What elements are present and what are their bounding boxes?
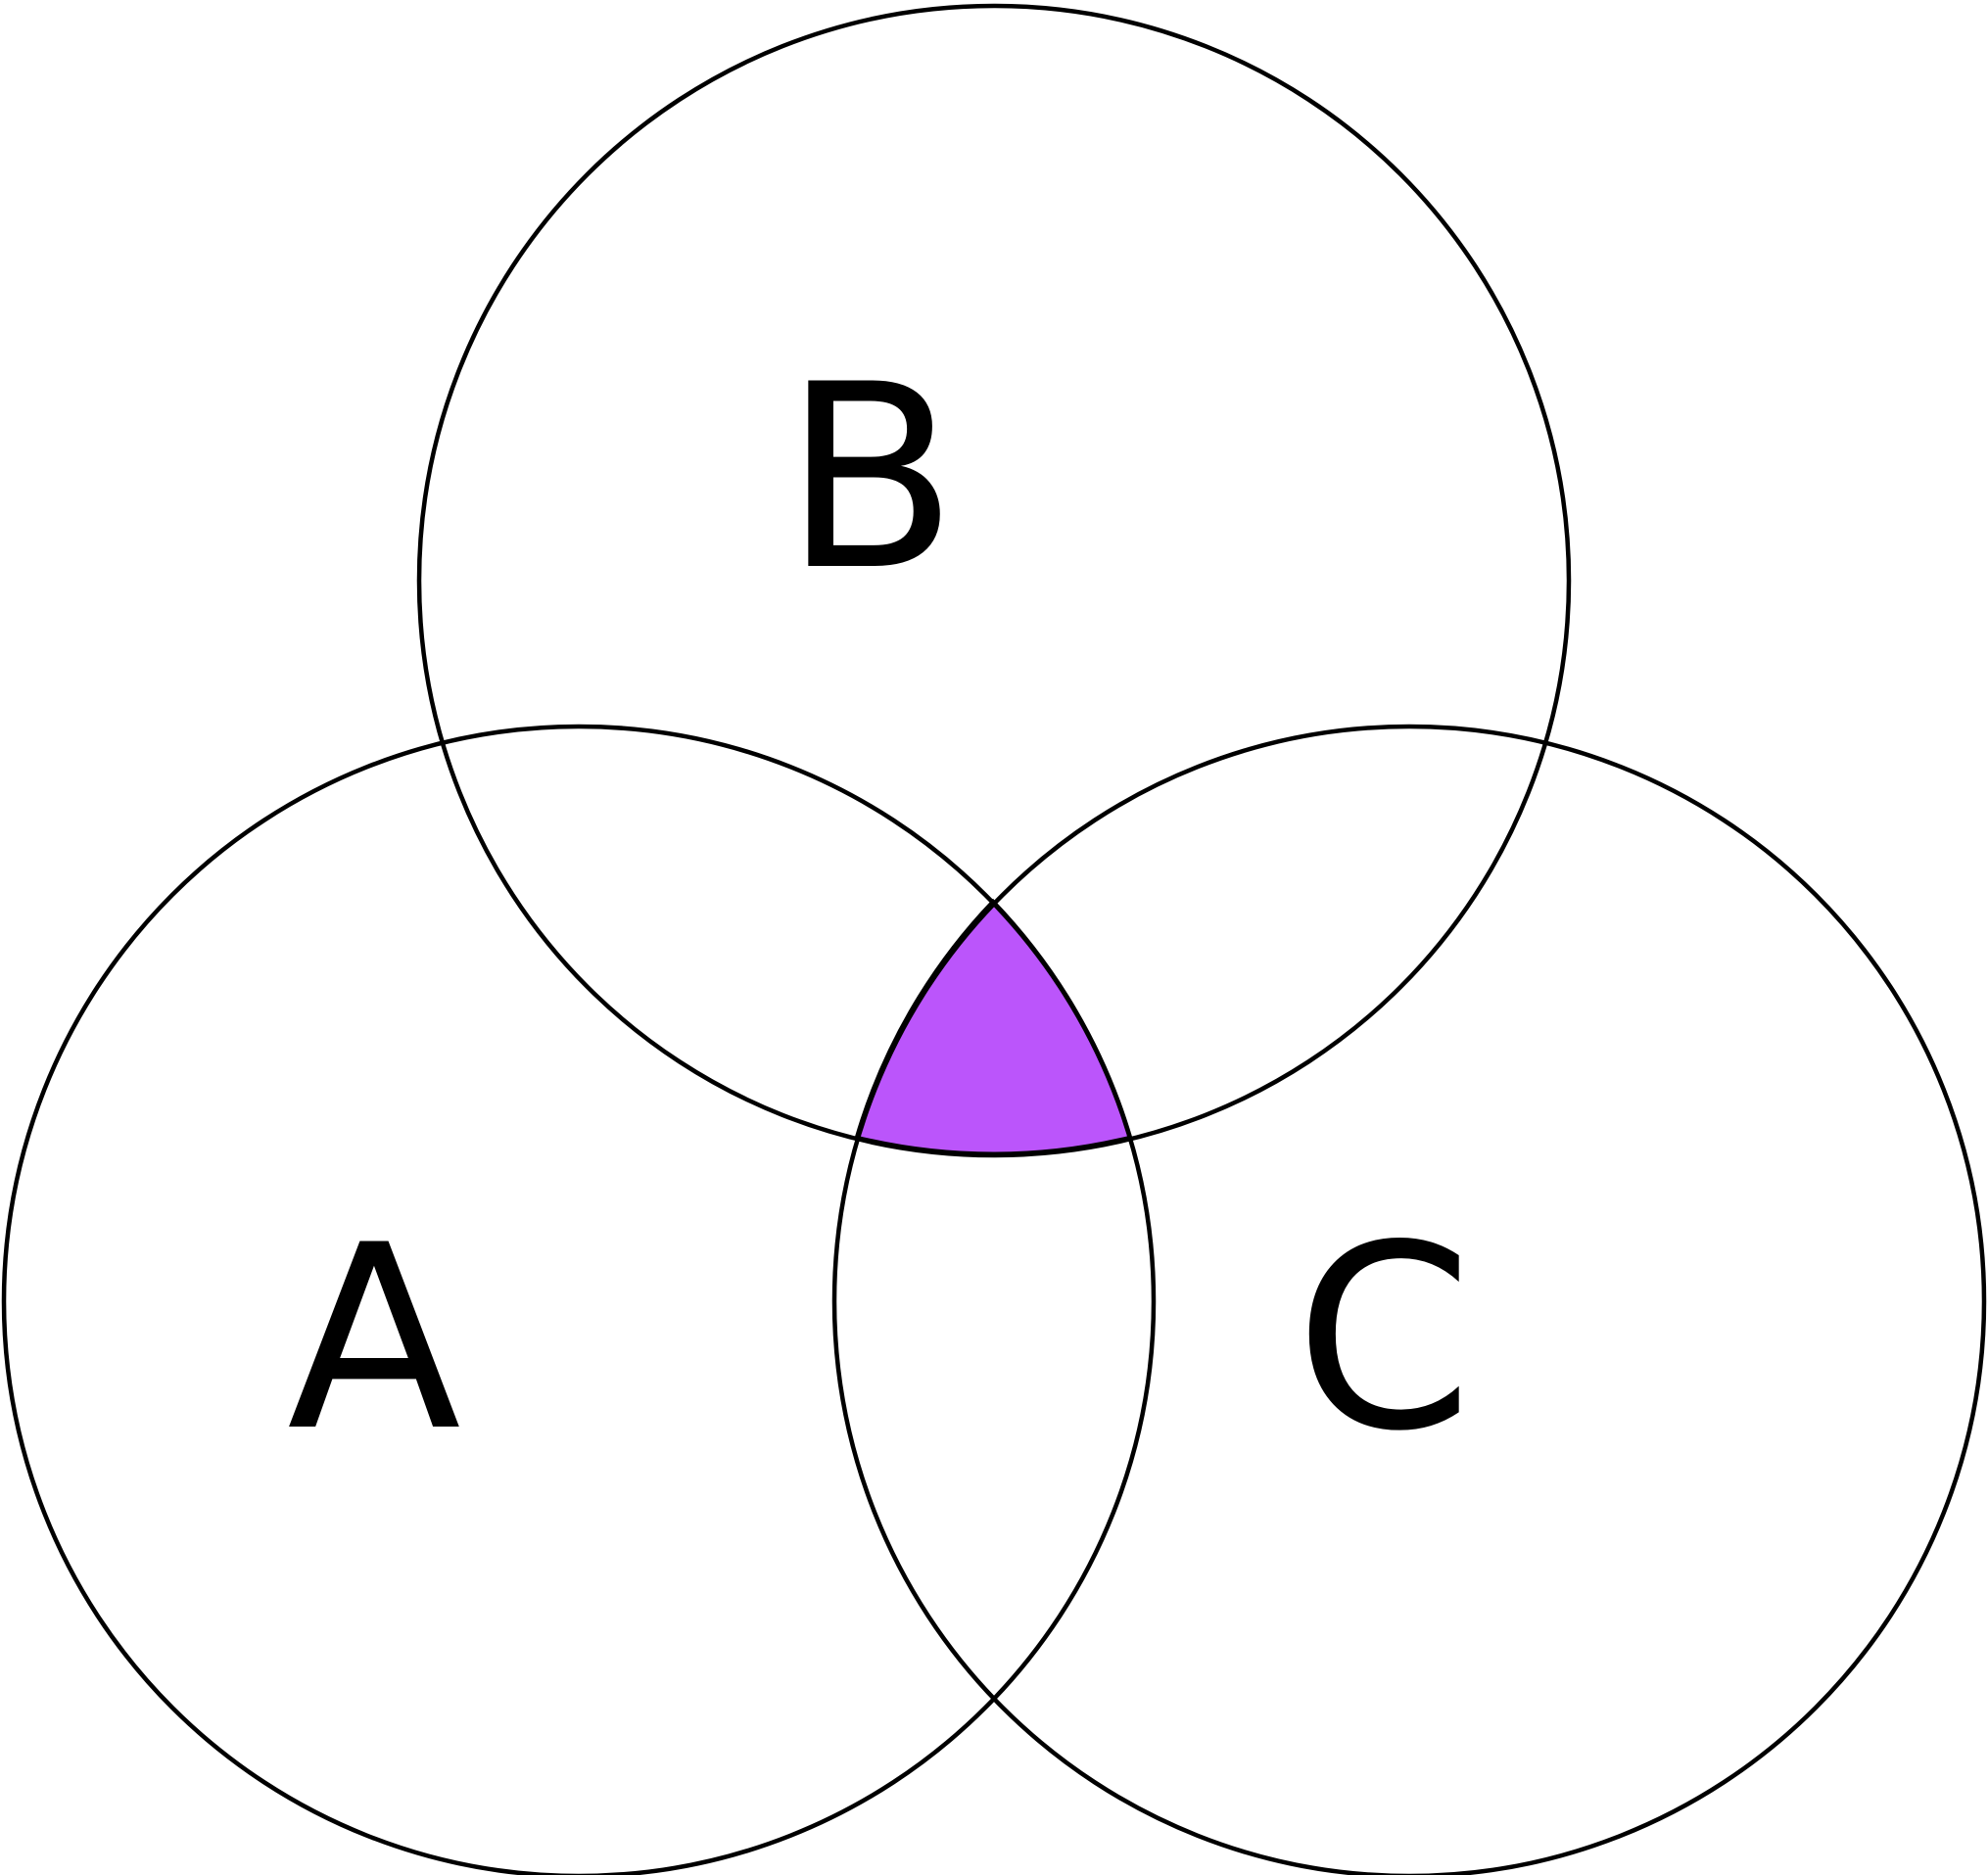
set-b-circle (416, 3, 1572, 1158)
set-b-label: B (783, 331, 958, 627)
abc-intersection-region (854, 898, 1133, 1157)
set-a-circle (1, 724, 1157, 1875)
set-c-circle (831, 724, 1987, 1875)
set-a-label: A (287, 1192, 462, 1487)
set-c-label: C (1295, 1192, 1473, 1487)
